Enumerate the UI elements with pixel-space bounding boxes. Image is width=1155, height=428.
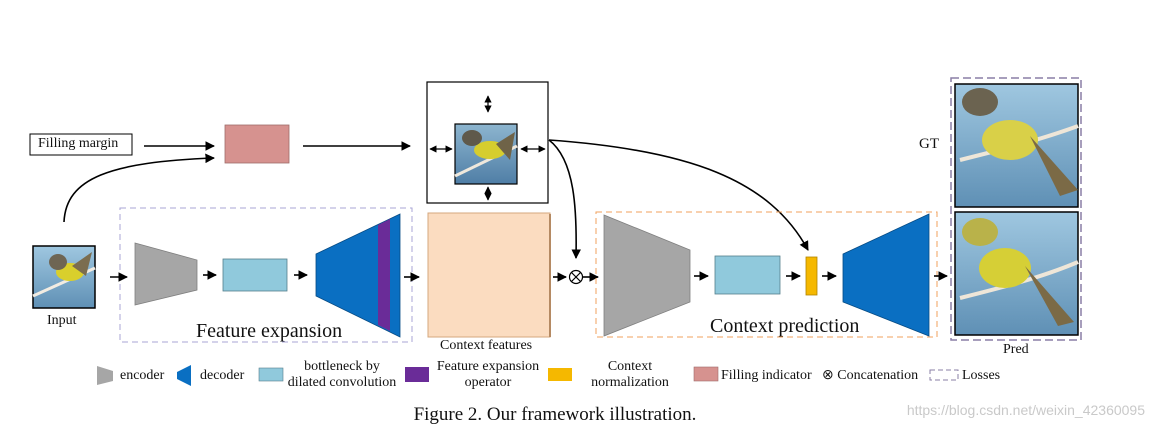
legend-bottleneck-line2: dilated convolution: [287, 375, 397, 390]
legend-concat-label: ⊗ Concatenation: [822, 368, 919, 383]
legend-decoder-swatch: [177, 365, 191, 386]
pred-image: [954, 211, 1079, 336]
context-crop-image: [454, 123, 518, 185]
legend-indicator-label: Filling indicator: [721, 368, 812, 383]
legend-losses-label: Losses: [962, 368, 1001, 383]
legend-indicator-swatch: [693, 366, 719, 382]
filling-margin-label: Filling margin: [38, 136, 119, 151]
legend-norm-line2: normalization: [591, 375, 669, 390]
legend-norm-swatch: [548, 368, 572, 381]
expansion-arrows: [429, 95, 546, 201]
context-prediction-title: Context prediction: [710, 315, 860, 337]
pred-label: Pred: [1003, 342, 1029, 357]
filling-indicator-block: [224, 124, 290, 164]
input-image: [32, 245, 96, 309]
feature-expansion-title: Feature expansion: [196, 320, 343, 342]
context-normalization-block: [805, 256, 818, 296]
legend-bottleneck-label: bottleneck by dilated convolution: [286, 359, 398, 391]
watermark-url: https://blog.csdn.net/weixin_42360095: [906, 402, 1145, 418]
cp-decoder-shape: [842, 213, 930, 337]
legend-losses-swatch: [929, 369, 959, 381]
arrow-context-to-concat: [548, 139, 581, 259]
context-features-block: [427, 212, 551, 338]
legend-norm-line1: Context: [607, 359, 653, 374]
legend-bottleneck-swatch: [258, 367, 284, 382]
legend-decoder-label: decoder: [200, 368, 245, 383]
arrow-context-to-normalization: [548, 139, 809, 251]
filling-margin-box: [29, 133, 133, 156]
legend-bottleneck-line1: bottleneck by: [304, 359, 380, 374]
cp-bottleneck-block: [714, 255, 781, 295]
legend-encoder-label: encoder: [120, 368, 165, 383]
legend-feo-line1: Feature expansion: [436, 359, 540, 374]
context-features-label: Context features: [440, 338, 533, 353]
legend-encoder-swatch: [97, 366, 113, 385]
losses-box: [950, 77, 1082, 341]
legend-feo-line2: operator: [464, 375, 512, 390]
gt-image: [954, 83, 1079, 208]
fe-encoder-shape: [134, 242, 198, 306]
figure-caption: Figure 2. Our framework illustration.: [413, 404, 697, 425]
fe-bottleneck-block: [222, 258, 288, 292]
concatenation-symbol: [568, 269, 584, 285]
feature-expansion-operator-band: [378, 219, 390, 331]
cp-encoder-shape: [603, 214, 691, 337]
arrow-input-to-indicator: [63, 153, 215, 223]
context-prediction-box: [595, 211, 938, 338]
legend-feo-swatch: [405, 367, 429, 382]
gt-label: GT: [919, 136, 939, 152]
legend-feo-label: Feature expansion operator: [433, 359, 543, 391]
legend-norm-label: Context normalization: [580, 359, 680, 391]
input-label: Input: [47, 313, 77, 328]
